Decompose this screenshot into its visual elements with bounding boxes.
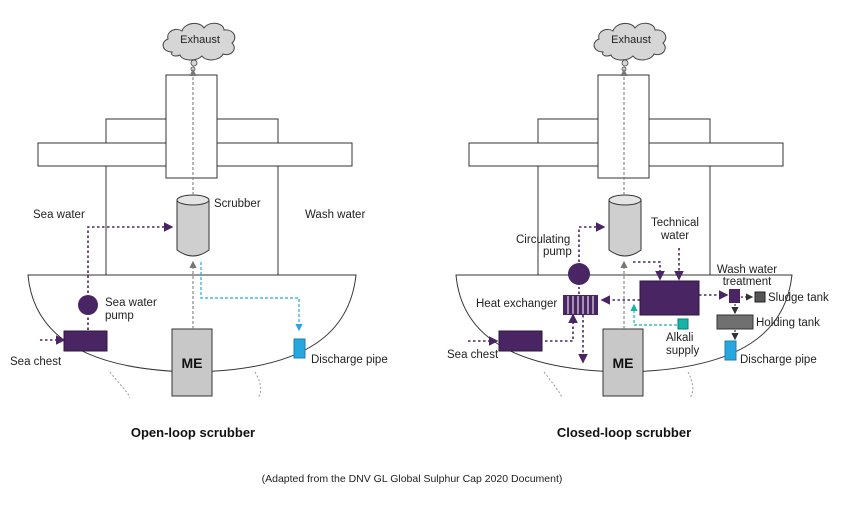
source-caption: (Adapted from the DNV GL Global Sulphur … (262, 473, 563, 485)
open-funnel (165, 74, 218, 179)
open-scrubber-unit (176, 194, 210, 257)
closed-scrubber-unit (608, 194, 642, 257)
closed-holding-tank-icon (716, 314, 754, 330)
closed-alkali-flow (630, 303, 677, 326)
closed-technical-water-label-1: Technical (651, 217, 699, 229)
exhaust-cloud-icon (593, 22, 667, 72)
open-loop-title: Open-loop scrubber (131, 425, 255, 440)
open-discharge-pipe (293, 338, 306, 359)
open-exhaust-label: Exhaust (180, 34, 220, 46)
closed-loop-diagram: Exhaust ME (447, 22, 829, 440)
closed-circulating-pump-label-1: Circulating (516, 234, 570, 246)
closed-circulating-pump-icon (568, 263, 590, 285)
closed-treatment-label-1: Wash water (717, 264, 777, 276)
open-discharge-label: Discharge pipe (311, 354, 388, 366)
exhaust-cloud-icon (162, 22, 236, 72)
open-sea-water-label: Sea water (33, 209, 85, 221)
closed-sludge-tank-label: Sludge tank (768, 292, 829, 304)
closed-alkali-label-1: Alkali (666, 332, 693, 344)
open-wash-water-label: Wash water (305, 209, 365, 221)
open-pump-label-2: pump (105, 310, 134, 322)
open-engine-label: ME (182, 355, 203, 371)
closed-discharge-pipe (724, 340, 737, 361)
closed-circulating-flow (578, 222, 606, 262)
closed-heat-exchanger-label: Heat exchanger (476, 298, 557, 310)
open-seawater-flow (87, 222, 174, 298)
open-sea-chest-label: Sea chest (10, 356, 62, 368)
open-scrubber-label: Scrubber (214, 198, 261, 210)
open-main-engine (171, 328, 213, 397)
closed-technical-water-label-2: water (660, 230, 689, 242)
closed-holding-tank-label: Holding tank (756, 317, 820, 329)
closed-alkali-supply-icon (677, 318, 689, 330)
closed-circulation-tank (639, 280, 700, 316)
closed-loop-title: Closed-loop scrubber (557, 425, 691, 440)
closed-sea-chest (498, 330, 543, 352)
closed-wash-water-treatment-icon (729, 289, 740, 303)
open-sea-chest (63, 330, 108, 352)
closed-treatment-label-2: treatment (723, 276, 772, 288)
open-washwater-flow (200, 262, 303, 332)
closed-seachest-to-hx-flow (545, 313, 578, 342)
closed-discharge-label: Discharge pipe (740, 354, 817, 366)
closed-alkali-label-2: supply (666, 345, 699, 357)
closed-engine-label: ME (613, 355, 634, 371)
open-pump-label-1: Sea water (105, 297, 157, 309)
closed-heat-exchanger-icon (563, 295, 598, 315)
open-sea-water-pump-icon (78, 295, 98, 315)
closed-sludge-tank-icon (754, 291, 766, 303)
closed-scrubber-out-flow (633, 261, 665, 281)
closed-exhaust-label: Exhaust (611, 34, 651, 46)
closed-sea-chest-label: Sea chest (447, 349, 499, 361)
closed-circulating-pump-label-2: pump (543, 246, 572, 258)
open-loop-diagram: Exhaust ME Scrubber Sea water (10, 22, 388, 440)
closed-main-engine (602, 328, 644, 397)
